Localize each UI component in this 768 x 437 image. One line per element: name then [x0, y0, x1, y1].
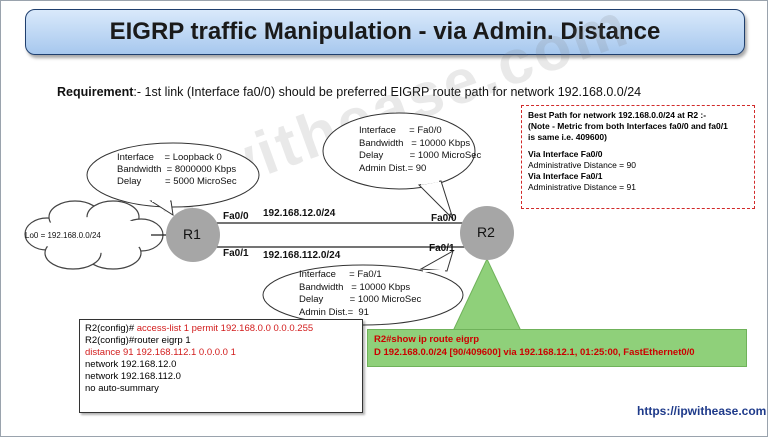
- best-path-box: Best Path for network 192.168.0.0/24 at …: [521, 105, 755, 209]
- show-command: R2#show ip route eigrp: [374, 334, 480, 345]
- bottom-subnet-label: 192.168.112.0/24: [263, 250, 341, 261]
- config-line: network 192.168.112.0: [85, 371, 357, 383]
- r2-fa00-label: Fa0/0: [431, 213, 457, 224]
- fa01-bubble-line: Admin Dist.= 91: [299, 306, 369, 318]
- config-box: R2(config)# access-list 1 permit 192.168…: [79, 319, 363, 413]
- r1-label: R1: [183, 226, 201, 242]
- cloud-label: Lo0 = 192.168.0.0/24: [25, 231, 101, 240]
- loopback-cloud: [24, 200, 164, 270]
- r1-bubble-line: Bandwidth = 8000000 Kbps: [117, 164, 237, 175]
- fa00-interface-bubble: [322, 112, 476, 220]
- router-r1: [166, 208, 220, 262]
- config-line: R2(config)#router eigrp 1: [85, 335, 357, 347]
- best-path-note: is same i.e. 409600): [528, 132, 607, 142]
- best-path-via-fa00: Via Interface Fa0/0: [528, 149, 603, 159]
- config-prefix: no auto-summary: [85, 383, 159, 394]
- config-line: distance 91 192.168.112.1 0.0.0.0 1: [85, 347, 357, 359]
- show-route-entry: D 192.168.0.0/24 [90/409600] via 192.168…: [374, 347, 695, 358]
- config-highlight: distance 91 192.168.112.1 0.0.0.0 1: [85, 347, 236, 358]
- config-prefix: R2(config)#: [85, 323, 137, 334]
- fa01-bubble-line: Interface = Fa0/1: [299, 269, 382, 280]
- best-path-ad-fa01: Administrative Distance = 91: [528, 182, 636, 192]
- r1-interface-bubble: [86, 142, 260, 217]
- config-highlight: access-list 1 permit 192.168.0.0 0.0.0.2…: [136, 323, 314, 334]
- r2-fa01-label: Fa0/1: [429, 243, 455, 254]
- config-line: no auto-summary: [85, 383, 357, 395]
- page-title: EIGRP traffic Manipulation - via Admin. …: [109, 18, 661, 45]
- best-path-note: (Note - Metric from both Interfaces fa0/…: [528, 121, 728, 131]
- fa01-bubble-line: Delay = 1000 MicroSec: [299, 294, 422, 305]
- top-subnet-label: 192.168.12.0/24: [263, 208, 336, 219]
- fa01-bubble-line: Bandwidth = 10000 Kbps: [299, 281, 411, 293]
- r1-fa00-label: Fa0/0: [223, 211, 249, 222]
- fa00-bubble-line: Interface = Fa0/0: [359, 125, 442, 136]
- config-prefix: network 192.168.112.0: [85, 371, 181, 382]
- config-line: network 192.168.12.0: [85, 359, 357, 371]
- r1-bubble-line: Delay = 5000 MicroSec: [117, 176, 237, 187]
- requirement-body: :- 1st link (Interface fa0/0) should be …: [133, 85, 642, 99]
- requirement-label: Requirement: [57, 85, 134, 99]
- r1-fa01-label: Fa0/1: [223, 248, 249, 259]
- requirement-text: Requirement:- 1st link (Interface fa0/0)…: [57, 85, 641, 99]
- config-prefix: network 192.168.12.0: [85, 359, 177, 370]
- show-route-box: R2#show ip route eigrp D 192.168.0.0/24 …: [367, 329, 747, 367]
- config-prefix: R2(config)#router eigrp 1: [85, 335, 191, 346]
- best-path-heading: Best Path for network 192.168.0.0/24 at …: [528, 110, 707, 120]
- config-line: R2(config)# access-list 1 permit 192.168…: [85, 323, 357, 335]
- r2-label: R2: [477, 224, 495, 240]
- r1-bubble-line: Interface = Loopback 0: [117, 152, 222, 163]
- best-path-via-fa01: Via Interface Fa0/1: [528, 171, 603, 181]
- site-url: https://ipwithease.com: [637, 404, 767, 418]
- fa00-bubble-line: Delay = 1000 MicroSec: [359, 150, 482, 161]
- fa00-bubble-line: Admin Dist.= 90: [359, 162, 427, 174]
- fa01-interface-bubble: [262, 249, 464, 326]
- title-banner: EIGRP traffic Manipulation - via Admin. …: [25, 9, 745, 55]
- router-r2: [460, 206, 514, 260]
- fa00-bubble-line: Bandwidth = 10000 Kbps: [359, 137, 471, 149]
- best-path-ad-fa00: Administrative Distance = 90: [528, 160, 636, 170]
